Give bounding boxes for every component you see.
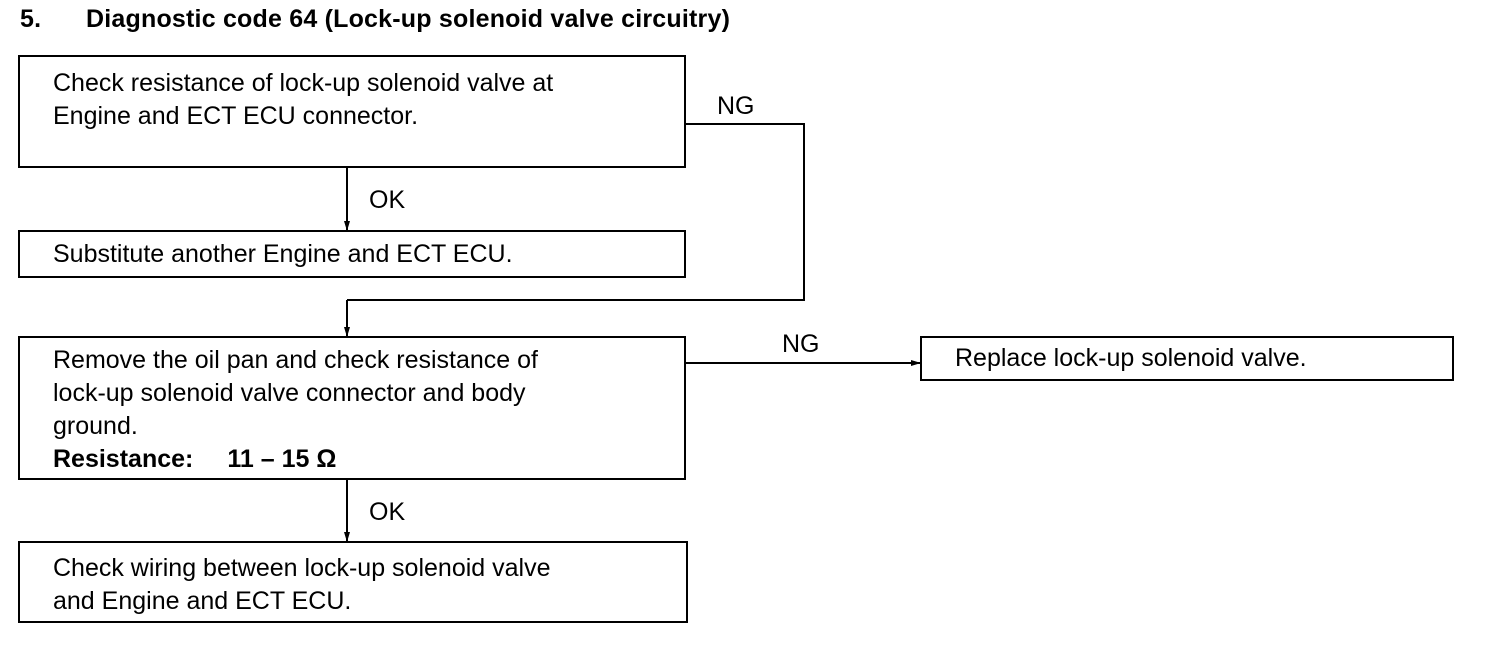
- resistance-label: Resistance:: [53, 445, 194, 473]
- edge-label-ok: OK: [369, 498, 406, 526]
- step-text: Check resistance of lock-up solenoid val…: [53, 69, 554, 97]
- step-text: Substitute another Engine and ECT ECU.: [53, 240, 513, 268]
- step-check-wiring: Check wiring between lock-up solenoid va…: [18, 541, 688, 623]
- step-substitute-ecu: Substitute another Engine and ECT ECU.: [18, 230, 686, 278]
- heading-number: 5.: [20, 5, 42, 33]
- ng-connector-1: [347, 123, 805, 301]
- step-text: Remove the oil pan and check resistance …: [53, 346, 538, 374]
- step-text: Check wiring between lock-up solenoid va…: [53, 554, 551, 582]
- resistance-value: 11 – 15 Ω: [227, 445, 337, 473]
- edge-label-ng: NG: [782, 330, 820, 358]
- edge-label-ok: OK: [369, 186, 406, 214]
- step-text: Engine and ECT ECU connector.: [53, 102, 419, 130]
- resistance-spec: Resistance: 11 – 15 Ω: [53, 443, 684, 476]
- step-check-ecu-resistance: Check resistance of lock-up solenoid val…: [18, 55, 686, 168]
- edge-label-ng: NG: [717, 92, 755, 120]
- step-text: ground.: [53, 412, 138, 440]
- step-text: and Engine and ECT ECU.: [53, 587, 352, 615]
- step-text: lock-up solenoid valve connector and bod…: [53, 379, 526, 407]
- step-replace-valve: Replace lock-up solenoid valve.: [920, 336, 1454, 381]
- step-text: Replace lock-up solenoid valve.: [955, 344, 1307, 372]
- diagram-heading: 5. Diagnostic code 64 (Lock-up solenoid v…: [20, 5, 730, 34]
- step-remove-oil-pan: Remove the oil pan and check resistance …: [18, 336, 686, 480]
- heading-title: Diagnostic code 64 (Lock-up solenoid val…: [86, 5, 731, 33]
